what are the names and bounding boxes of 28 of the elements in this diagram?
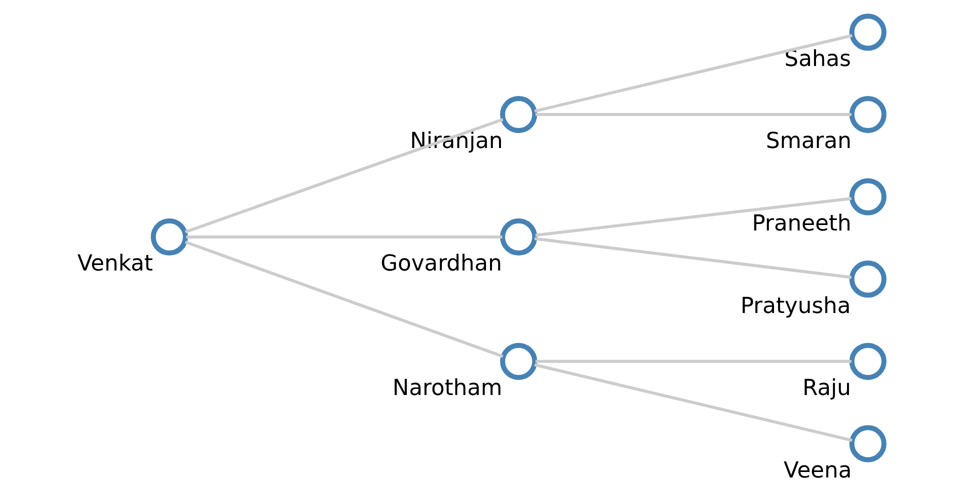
node-label: Pratyusha [740,294,850,319]
connector [534,237,852,279]
node-label: Praneeth [752,212,851,237]
connector [186,235,502,238]
node-circle [500,342,537,380]
connector [534,113,851,116]
connector [184,240,503,358]
node-label: Raju [802,376,851,402]
connector [534,360,851,363]
node-label: Smaran [765,129,852,154]
node-circle [848,14,886,51]
node-label: Govardhan [380,252,502,277]
node-label: Narotham [392,376,502,402]
connector [534,196,852,237]
node-label: Veena [783,458,852,484]
node-circle [500,96,537,134]
connector [184,118,503,234]
connector [534,34,852,113]
node-label: Venkat [76,252,152,277]
node-circle [848,342,886,380]
node-label: Niranjan [409,129,502,154]
node-circle [848,96,886,134]
connector [534,363,852,442]
node-circle [500,218,537,256]
node-label: Sahas [784,46,851,72]
node-circle [848,178,886,216]
node-circle [848,260,886,298]
node-circle [848,425,886,462]
